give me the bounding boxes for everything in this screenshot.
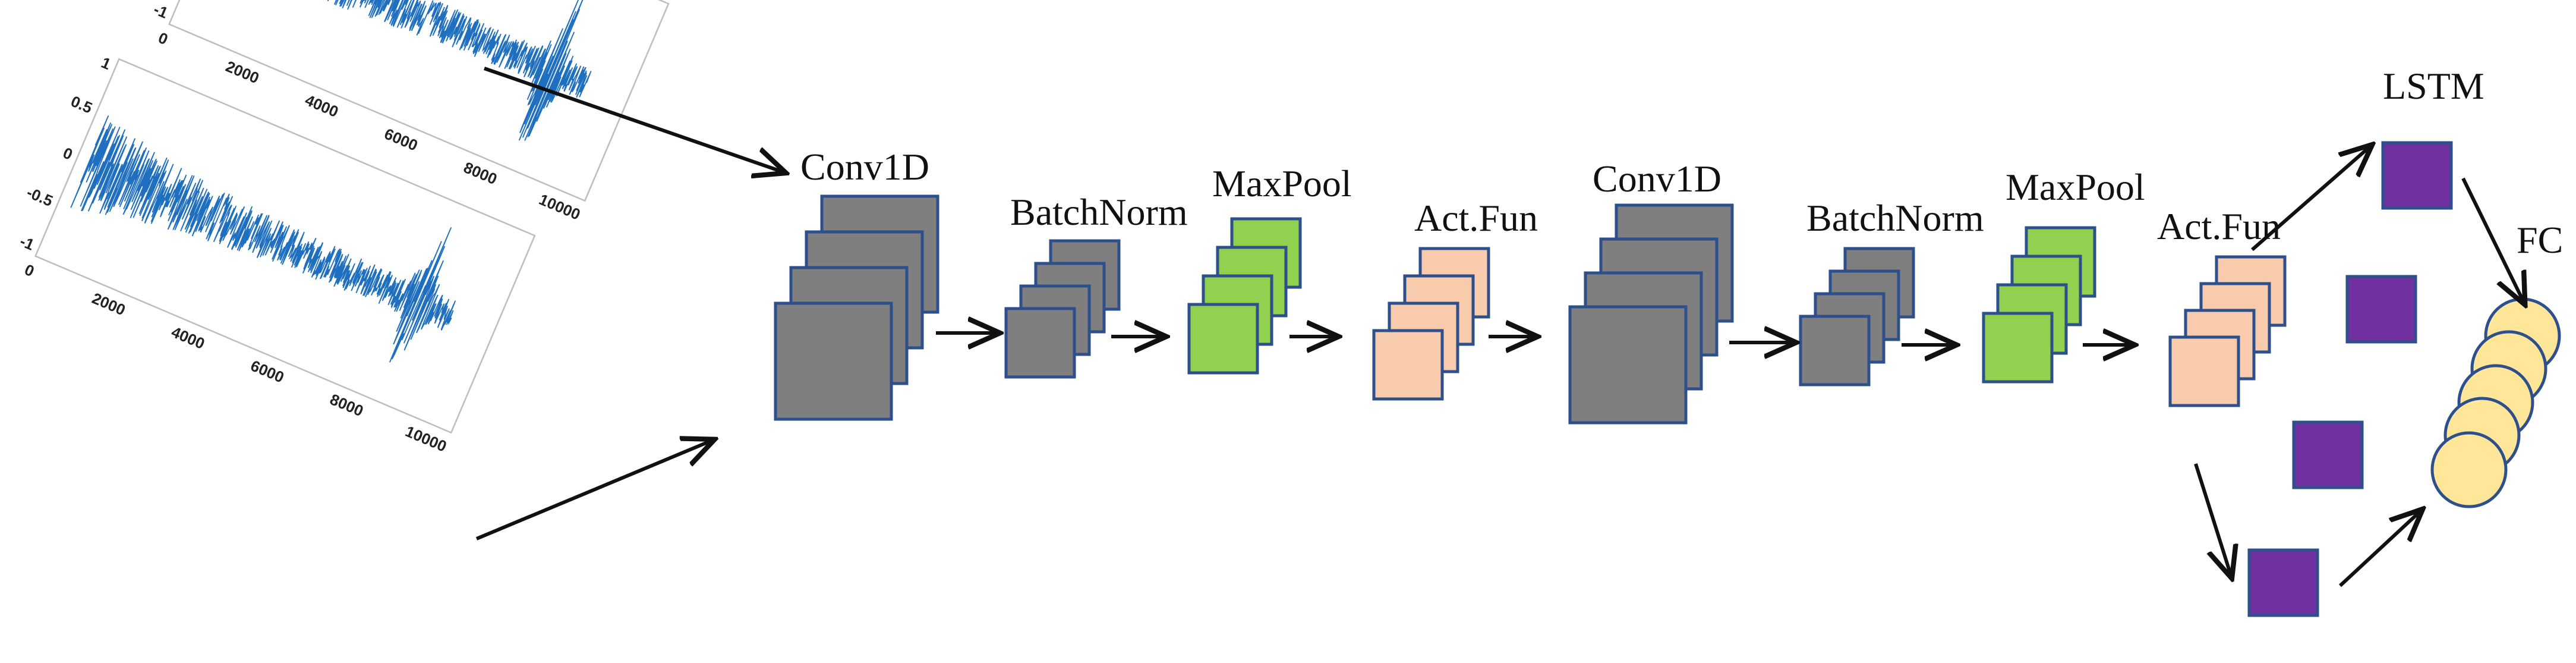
y-tick-label: 1 xyxy=(99,54,113,73)
lstm-cell xyxy=(2247,548,2319,617)
lstm-cell xyxy=(2345,275,2417,344)
x-tick-label: 0 xyxy=(22,260,37,280)
x-tick-label: 10000 xyxy=(537,190,583,224)
lstm-cells xyxy=(2247,141,2453,617)
stage-labels: Conv1D BatchNorm MaxPool Act.Fun Conv1D … xyxy=(800,65,2563,261)
arrow-plot2-to-conv xyxy=(475,440,713,541)
stack-batchnorm-2 xyxy=(1004,239,1121,379)
input-signal-plots: 10.50-0.5-1020004000600080001000010.50-0… xyxy=(17,0,670,455)
activation-feature-map xyxy=(2168,335,2240,407)
signal-trace xyxy=(70,115,456,363)
y-tick-label: -1 xyxy=(151,0,171,22)
fc-label: FC xyxy=(2517,219,2563,261)
x-tick-label: 0 xyxy=(156,29,171,48)
stage-label-maxpool-2: MaxPool xyxy=(2006,166,2145,208)
lstm-label: LSTM xyxy=(2383,65,2484,107)
y-tick-label: -0.5 xyxy=(24,183,55,210)
layer-stacks xyxy=(774,141,2561,617)
x-tick-label: 10000 xyxy=(403,422,449,455)
lstm-cell xyxy=(2381,141,2453,210)
conv-feature-map xyxy=(1568,305,1688,425)
arrow-lstm-to-fc xyxy=(2461,177,2524,303)
conv-feature-map xyxy=(774,301,893,421)
fc-nodes xyxy=(2430,297,2561,508)
stack-conv-1 xyxy=(774,194,939,421)
plot-frame xyxy=(34,58,536,434)
stage-label-batchnorm-2: BatchNorm xyxy=(1806,197,1984,239)
arrow-lstm-bottom-to-fc xyxy=(2338,510,2421,587)
y-tick-label: 0 xyxy=(61,144,75,164)
stack-conv-5 xyxy=(1568,203,1734,425)
flow-arrows xyxy=(475,67,2524,587)
stack-maxpool-3 xyxy=(1187,217,1302,375)
signal-trace xyxy=(204,0,592,142)
arrow-plot1-to-conv xyxy=(484,67,784,172)
arrow-af2-to-lstm xyxy=(2251,146,2371,252)
batchnorm-feature-map xyxy=(1799,315,1871,387)
stack-activation-8 xyxy=(2168,255,2287,407)
maxpool-feature-map xyxy=(1982,312,2054,384)
fc-node xyxy=(2430,431,2508,508)
lstm-cell xyxy=(2292,420,2364,489)
stage-label-maxpool-1: MaxPool xyxy=(1212,162,1352,205)
stack-activation-4 xyxy=(1372,247,1490,401)
plot-frame xyxy=(168,0,670,202)
arrow-af2-to-lstm-bottom xyxy=(2194,463,2231,577)
batchnorm-feature-map xyxy=(1004,307,1076,379)
stack-batchnorm-6 xyxy=(1799,247,1915,387)
stack-maxpool-7 xyxy=(1982,226,2096,384)
stage-label-conv1d-2: Conv1D xyxy=(1593,158,1721,200)
stage-label-actfun-2: Act.Fun xyxy=(2157,205,2281,247)
stage-label-batchnorm-1: BatchNorm xyxy=(1010,191,1188,233)
y-tick-label: -1 xyxy=(17,232,37,254)
stage-label-conv1d-1: Conv1D xyxy=(800,146,929,188)
activation-feature-map xyxy=(1372,329,1444,401)
y-tick-label: 0.5 xyxy=(68,92,95,117)
stage-label-actfun-1: Act.Fun xyxy=(1414,197,1538,239)
maxpool-feature-map xyxy=(1187,303,1259,375)
